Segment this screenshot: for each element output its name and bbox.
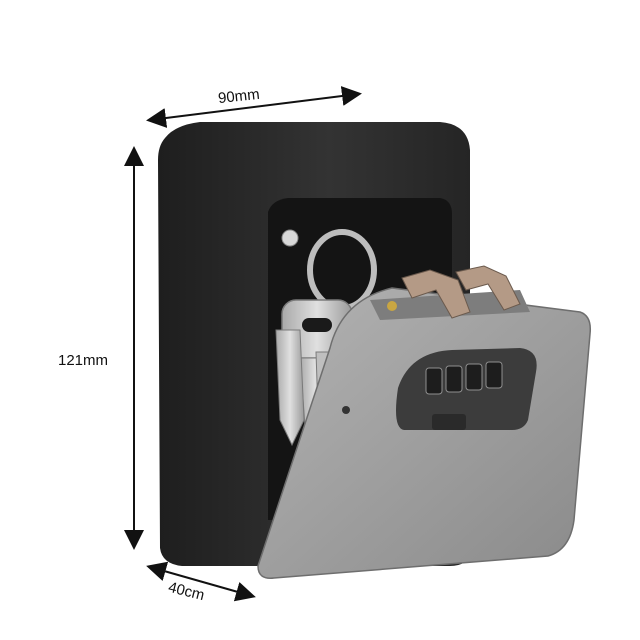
height-label: 121mm bbox=[58, 352, 109, 369]
width-dimension-arrow bbox=[146, 86, 362, 128]
lock-box-cover bbox=[257, 265, 592, 579]
combination-dials bbox=[425, 361, 503, 395]
cavity-screw bbox=[281, 229, 299, 247]
cover-latches bbox=[387, 265, 521, 319]
depth-dimension-arrow bbox=[146, 561, 256, 602]
release-button bbox=[432, 414, 466, 430]
